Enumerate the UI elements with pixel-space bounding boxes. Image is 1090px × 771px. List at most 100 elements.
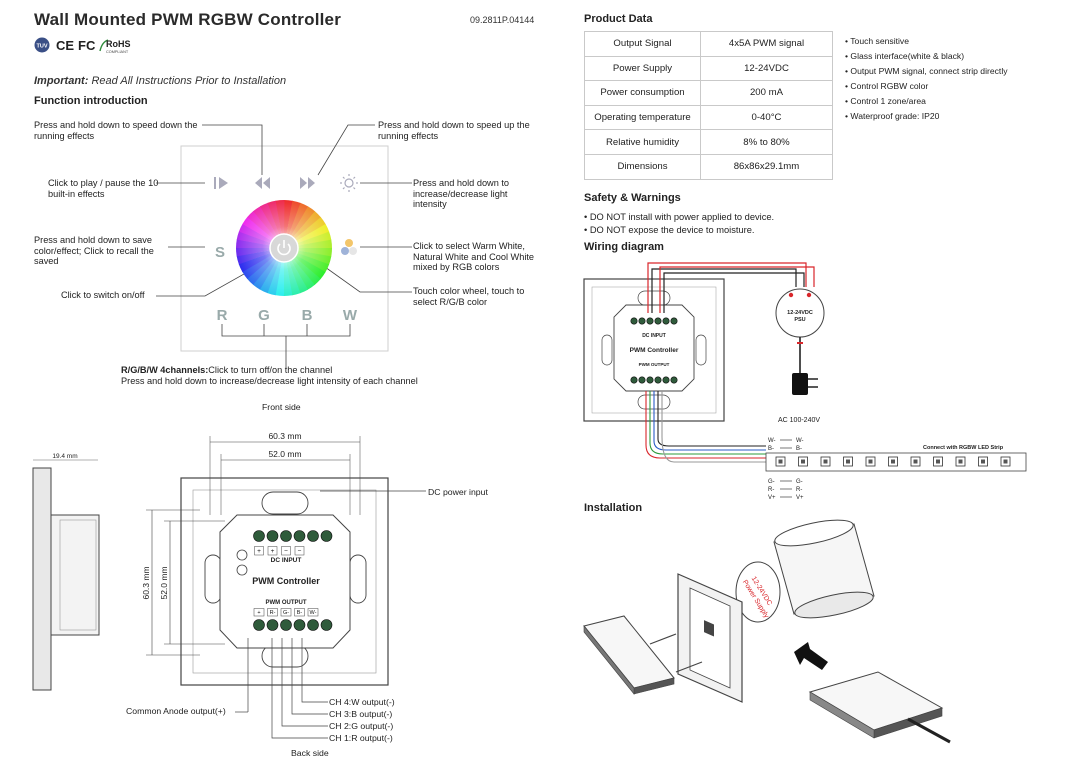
wiring-dc-label: DC INPUT (642, 333, 666, 339)
terminal-screw (280, 530, 292, 542)
dim-inner-height: 52.0 mm (159, 566, 169, 599)
strip-label: Connect with RGBW LED Strip (923, 445, 1004, 451)
strip-b-label: B- (768, 446, 774, 452)
r-key[interactable]: R (217, 307, 228, 324)
back-view-diagram: 19.4 mm 60.3 mm 52.0 mm 60.3 mm 52.0 mm … (32, 431, 426, 739)
g-key[interactable]: G (258, 307, 270, 324)
installation-heading: Installation (584, 502, 643, 514)
spec-key: Operating temperature (584, 104, 701, 131)
insert-arrow-icon (794, 642, 828, 670)
pwm-output-label: PWM OUTPUT (266, 600, 307, 606)
terminal-screw (646, 376, 654, 384)
screwdriver-icon (907, 717, 951, 744)
rewind-icon[interactable] (255, 177, 270, 189)
svg-text:B-: B- (796, 446, 802, 452)
terminal-screw (293, 530, 306, 542)
front-panel-diagram: S R G B W (156, 124, 412, 368)
play-pause-icon[interactable] (214, 177, 228, 189)
important-note: Important: Read All Instructions Prior t… (34, 75, 287, 87)
wire-black (651, 268, 797, 313)
screw-icon (649, 633, 703, 673)
certification-logos: TUV CE FC RoHS COMPLIANT (34, 36, 144, 54)
dim-inner-width: 52.0 mm (268, 449, 301, 459)
cert-ce: CE (56, 38, 74, 53)
mounting-plate (677, 573, 743, 703)
module-label: PWM Controller (252, 576, 320, 586)
feature-item: • Touch sensitive (845, 36, 909, 46)
product-data-heading: Product Data (584, 13, 653, 25)
ac-plug-icon (792, 373, 808, 395)
svg-text:W-: W- (796, 438, 804, 444)
feature-item: • Control 1 zone/area (845, 96, 926, 106)
cert-rohs: RoHS (106, 39, 131, 49)
spec-value: 8% to 80% (700, 129, 833, 155)
warm-white-icon[interactable] (341, 239, 357, 255)
svg-text:V+: V+ (796, 495, 804, 501)
spec-value: 86x86x29.1mm (700, 153, 833, 180)
common-anode-label: Common Anode output(+) (126, 706, 226, 716)
brightness-icon[interactable] (340, 174, 358, 192)
note-color-wheel: Touch color wheel, touch to select R/G/B… (413, 286, 525, 307)
terminal-label: + (257, 610, 260, 616)
terminal-label: W- (310, 610, 317, 616)
feature-item: • Glass interface(white & black) (845, 51, 965, 61)
terminal-screw (646, 317, 654, 325)
safety-item: • DO NOT install with power applied to d… (584, 212, 775, 222)
wire-red (647, 262, 807, 313)
terminal-screw (280, 619, 292, 631)
terminal-screw (253, 619, 265, 631)
tuv-icon (34, 37, 50, 53)
side-view: 19.4 mm (32, 453, 100, 691)
note-speed-up: Press and hold down to speed up the runn… (378, 120, 530, 141)
front-side-caption: Front side (262, 402, 301, 412)
feature-item: • Control RGBW color (845, 81, 929, 91)
rohs-leaf-icon (99, 39, 109, 52)
terminal-screw (266, 619, 279, 631)
psu-cylinder: 12-24VDC Power Supply (735, 561, 781, 623)
page-title: Wall Mounted PWM RGBW Controller (34, 10, 342, 29)
terminal-screw (293, 619, 306, 631)
terminal-label: B- (297, 610, 303, 616)
w-key[interactable]: W (343, 307, 358, 324)
terminal-label: G- (283, 610, 289, 616)
strip-w-label: W- (768, 438, 776, 444)
spec-key: Dimensions (584, 153, 701, 180)
spec-value: 4x5A PWM signal (700, 31, 833, 57)
terminal-screw (662, 317, 670, 325)
function-intro-heading: Function introduction (34, 95, 148, 107)
spec-value: 12-24VDC (700, 55, 833, 82)
svg-text:G-: G- (796, 479, 803, 485)
feature-item: • Waterproof grade: IP20 (845, 111, 940, 121)
back-side-caption: Back side (291, 748, 329, 758)
b-key[interactable]: B (302, 307, 313, 324)
cert-icons: TUV CE FC RoHS COMPLIANT (34, 37, 131, 54)
terminal-screw (320, 530, 333, 542)
cert-fc: FC (78, 38, 96, 53)
terminal-screw (638, 376, 646, 384)
cert-compliant: COMPLIANT (106, 50, 129, 54)
feature-item: • Output PWM signal, connect strip direc… (845, 66, 1008, 76)
dim-outer-width: 60.3 mm (268, 431, 301, 441)
terminal-screw (266, 530, 279, 542)
svg-text:R-: R- (796, 487, 802, 493)
wall-box (773, 519, 875, 619)
note-save: Press and hold down to save color/effect… (34, 235, 154, 266)
wiring-diagram: DC INPUT PWM Controller PWM OUTPUT 12-24… (583, 262, 1027, 501)
note-intensity: Press and hold down to increase/decrease… (413, 178, 510, 209)
note-channels: R/G/B/W 4channels:Click to turn off/on t… (121, 365, 418, 386)
fast-forward-icon[interactable] (300, 177, 315, 189)
strip-v-label: V+ (768, 495, 776, 501)
psu-label-1: 12-24VDC (787, 310, 813, 316)
save-key[interactable]: S (215, 244, 225, 261)
dc-input-label: DC INPUT (271, 557, 302, 564)
terminal-label: − (284, 548, 288, 555)
strip-r-label: R- (768, 487, 774, 493)
safety-item: • DO NOT expose the device to moisture. (584, 225, 755, 235)
terminal-screw (253, 530, 265, 542)
